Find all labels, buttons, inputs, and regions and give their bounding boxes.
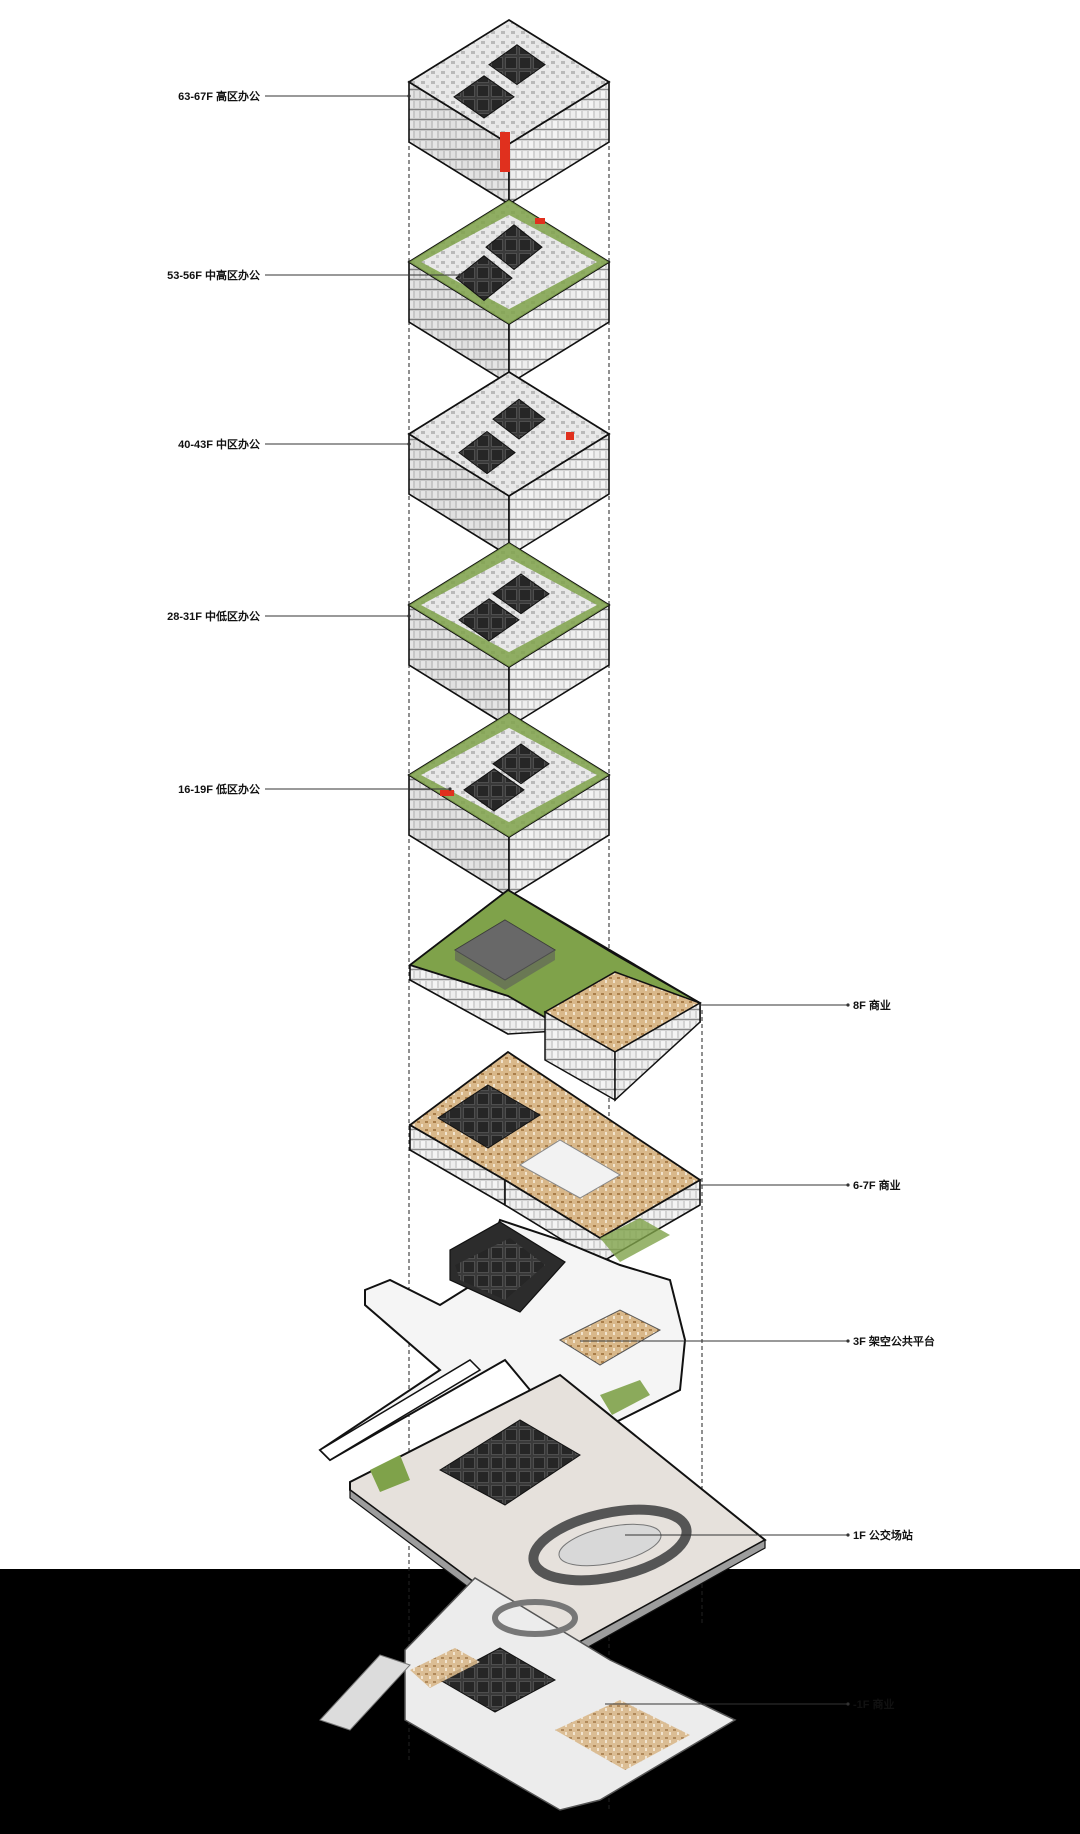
callout-53-56f-label: 53-56F 中高区办公 [167,268,260,282]
floor-1f-bus-terminal [349,1373,767,1661]
callout-28-31f: 28-31F 中低区办公 [167,609,411,623]
floor-53-56f [407,198,611,386]
callout-1f-label: 1F 公交场站 [853,1528,913,1542]
floor-63-67f [407,18,611,206]
callout-40-43f-label: 40-43F 中区办公 [178,437,260,451]
callout-28-31f-label: 28-31F 中低区办公 [167,609,260,623]
floor-3f-platform [318,1218,687,1462]
callout-1f: 1F 公交场站 [625,1528,913,1542]
callout-3f: 3F 架空公共平台 [580,1334,935,1348]
callout-63-67f-label: 63-67F 高区办公 [178,89,260,103]
floor-40-43f [407,370,611,558]
callout-8f: 8F 商业 [700,998,891,1012]
floor-6-7f [408,1050,702,1264]
callout-53-56f: 53-56F 中高区办公 [167,268,462,282]
callout-63-67f: 63-67F 高区办公 [178,89,411,103]
callout-6-7f: 6-7F 商业 [700,1178,901,1192]
callout-8f-label: 8F 商业 [853,998,891,1012]
floor-8f [408,888,702,1102]
callout-b1f-label: -1F 商业 [853,1697,895,1711]
callout-16-19f-label: 16-19F 低区办公 [178,782,260,796]
callout-40-43f: 40-43F 中区办公 [178,437,411,451]
callout-6-7f-label: 6-7F 商业 [853,1178,901,1192]
floor-16-19f [407,711,611,899]
callout-3f-label: 3F 架空公共平台 [853,1334,935,1348]
callout-16-19f: 16-19F 低区办公 [178,782,452,796]
callout-b1f: -1F 商业 [605,1697,895,1711]
floor-b1-commercial [319,1577,737,1811]
floor-28-31f [407,541,611,729]
